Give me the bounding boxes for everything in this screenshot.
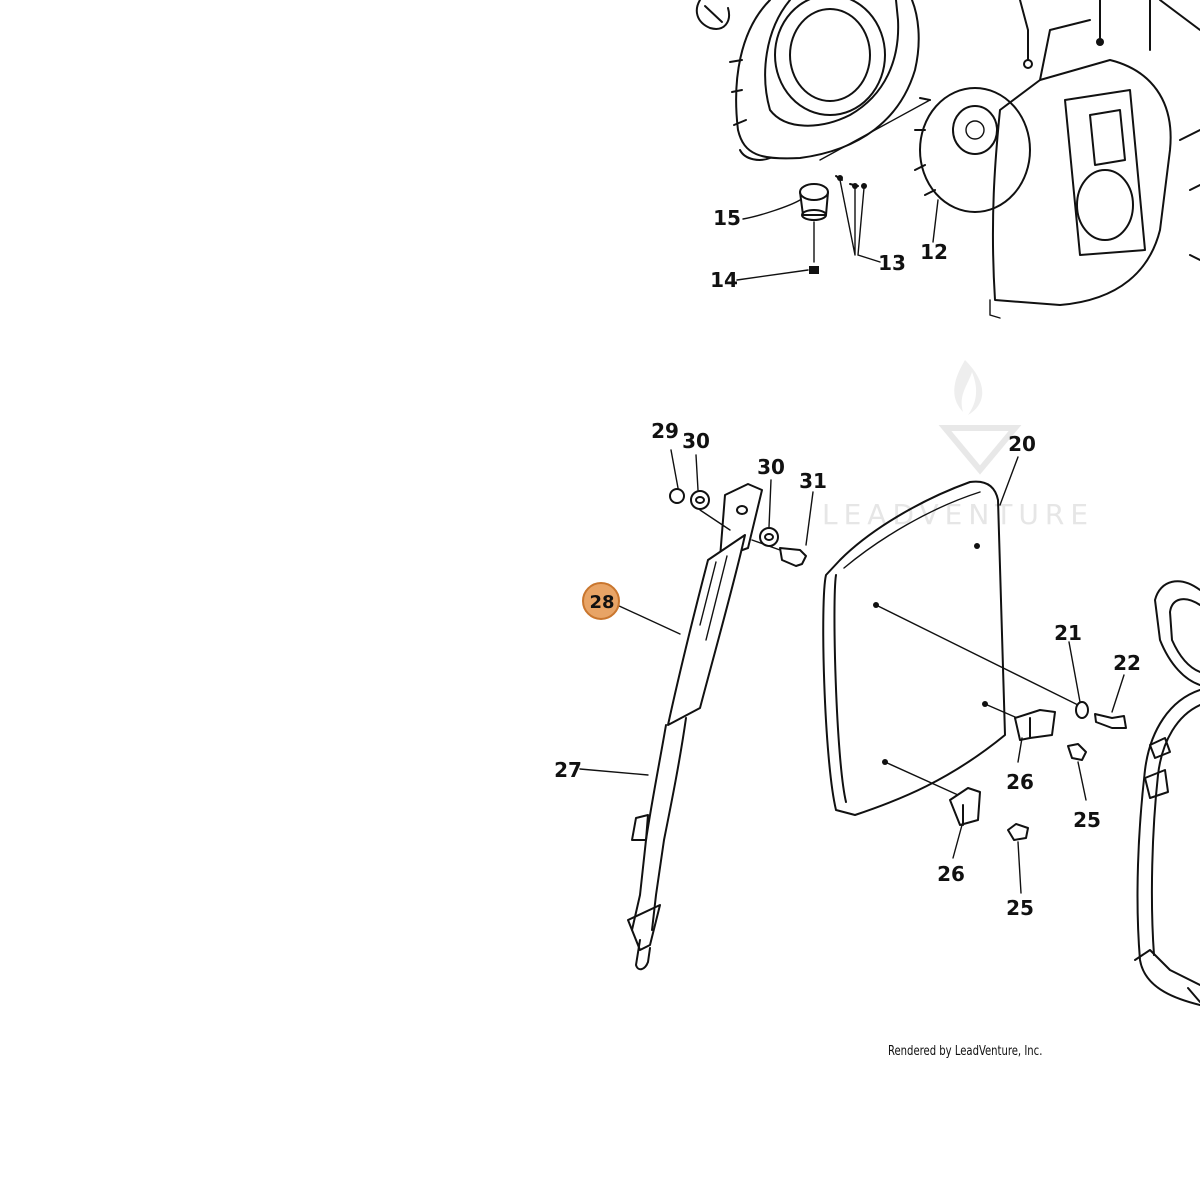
callout-15[interactable]: 15	[713, 206, 741, 230]
callout-31[interactable]: 31	[799, 469, 827, 493]
upper-fan-assembly	[695, 0, 1200, 319]
callout-28[interactable]: 28	[589, 592, 614, 613]
watermark-text: LEADVENTURE	[822, 498, 1094, 531]
render-credit: Rendered by LeadVenture, Inc.	[888, 1044, 1043, 1059]
callout-27[interactable]: 27	[554, 758, 582, 782]
callout-26-upper[interactable]: 26	[1006, 770, 1034, 794]
callout-30-right[interactable]: 30	[757, 455, 785, 479]
fastener-parts-13-14-15	[799, 175, 881, 274]
callout-28-highlight[interactable]: 28	[582, 582, 620, 620]
callout-26-lower[interactable]: 26	[937, 862, 965, 886]
leadventure-watermark: LEADVENTURE	[822, 360, 1094, 531]
panel-20	[822, 480, 1079, 816]
callout-13[interactable]: 13	[878, 251, 906, 275]
side-frame	[1134, 580, 1200, 1006]
leader-lines	[579, 199, 1125, 894]
callout-25-upper[interactable]: 25	[1073, 808, 1101, 832]
brackets-and-bolts	[949, 701, 1127, 841]
callout-labels: 12 13 14 15 20 21 22 25 25 26 26 27 28 2…	[554, 206, 1141, 920]
highlight-marker[interactable]	[582, 582, 620, 620]
callout-14[interactable]: 14	[710, 268, 738, 292]
callout-20[interactable]: 20	[1008, 432, 1036, 456]
callout-30-left[interactable]: 30	[682, 429, 710, 453]
callout-25-lower[interactable]: 25	[1006, 896, 1034, 920]
callout-12[interactable]: 12	[920, 240, 948, 264]
strut-assembly	[627, 483, 807, 971]
callout-22[interactable]: 22	[1113, 651, 1141, 675]
callout-21[interactable]: 21	[1054, 621, 1082, 645]
callout-29[interactable]: 29	[651, 419, 679, 443]
